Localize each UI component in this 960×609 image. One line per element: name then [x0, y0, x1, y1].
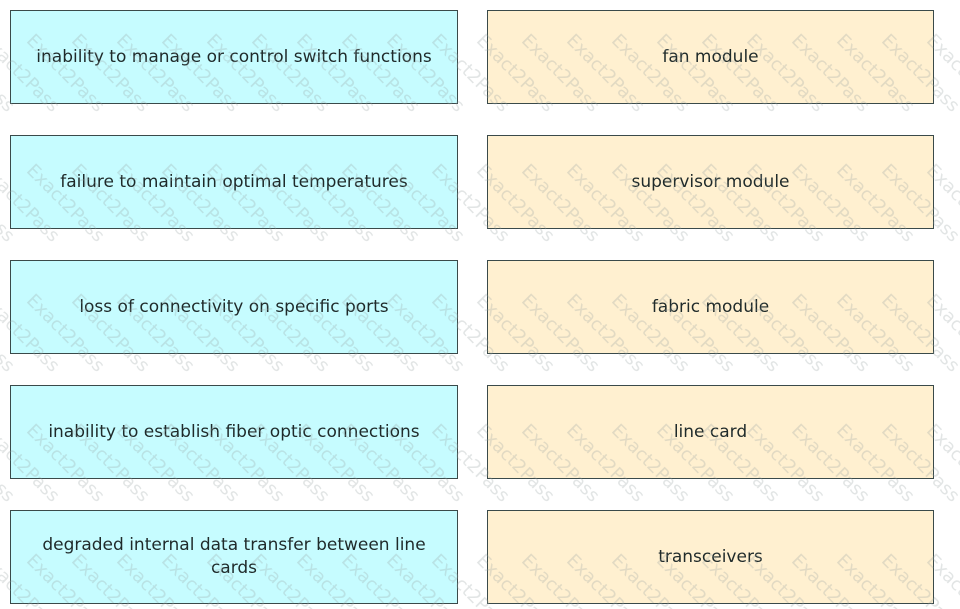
component-item-1[interactable]: supervisor module: [487, 135, 934, 229]
component-item-2[interactable]: fabric module: [487, 260, 934, 354]
component-item-0[interactable]: fan module: [487, 10, 934, 104]
symptom-item-3[interactable]: inability to establish fiber optic conne…: [10, 385, 458, 479]
component-item-4[interactable]: transceivers: [487, 510, 934, 604]
symptom-item-4[interactable]: degraded internal data transfer between …: [10, 510, 458, 604]
symptom-item-0[interactable]: inability to manage or control switch fu…: [10, 10, 458, 104]
component-item-3[interactable]: line card: [487, 385, 934, 479]
symptom-item-1[interactable]: failure to maintain optimal temperatures: [10, 135, 458, 229]
symptom-item-2[interactable]: loss of connectivity on specific ports: [10, 260, 458, 354]
